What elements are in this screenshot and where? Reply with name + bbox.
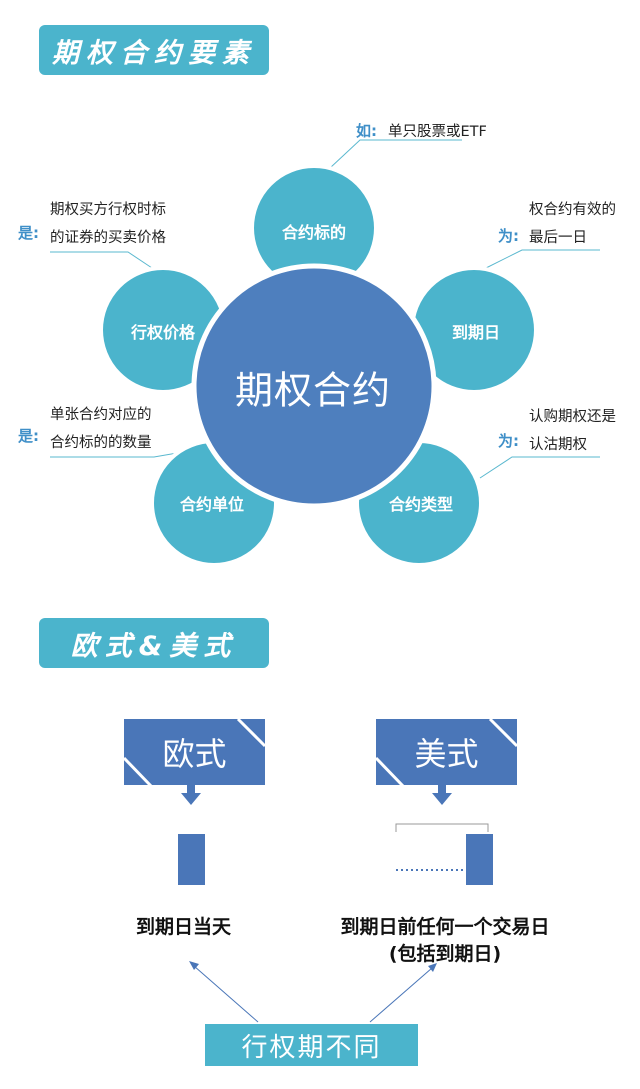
connector-expiry	[481, 249, 600, 271]
contract-elements-diagram	[50, 139, 600, 567]
note-line: 认购期权还是	[529, 409, 616, 425]
american-bracket	[395, 823, 489, 832]
american-arrow-stem	[438, 785, 446, 793]
note-text-underlying: 单只股票或ETF	[388, 124, 487, 140]
american-caption: 到期日前任何一个交易日 (包括到期日)	[323, 914, 567, 968]
note-prefix-type: 为:	[498, 432, 519, 450]
european-arrow-head	[181, 793, 201, 805]
american-arrow-head	[432, 793, 452, 805]
petal-label-type: 合约类型	[388, 495, 454, 514]
note-text-expiry: 权合约有效的 最后一日	[529, 196, 616, 252]
petal-label-strike: 行权价格	[130, 323, 196, 342]
note-line: 认沽期权	[529, 437, 587, 453]
note-line: 权合约有效的	[529, 202, 616, 218]
european-label: 欧式	[162, 735, 227, 773]
american-caption-line2: (包括到期日)	[388, 943, 502, 965]
note-prefix-underlying: 如:	[356, 122, 377, 140]
note-text-unit: 单张合约对应的 合约标的的数量	[50, 401, 152, 457]
section-title-european-american: 欧式&美式	[39, 618, 269, 668]
european-box: 欧式	[124, 719, 265, 785]
note-prefix-unit: 是:	[18, 427, 39, 445]
european-day-bar	[178, 834, 205, 885]
exercise-period-differs-label: 行权期不同	[205, 1024, 418, 1066]
connector-type	[479, 456, 600, 479]
american-day-bar	[466, 834, 493, 885]
note-line: 单张合约对应的	[50, 407, 152, 423]
footer-arrow-left	[193, 965, 259, 1023]
note-prefix-strike: 是:	[18, 224, 39, 242]
footer-arrow-right	[369, 967, 433, 1023]
european-arrow-stem	[187, 785, 195, 793]
petal-label-unit: 合约单位	[179, 495, 245, 514]
section-title-contract-elements: 期权合约要素	[39, 25, 269, 75]
american-label: 美式	[414, 735, 479, 773]
american-box: 美式	[376, 719, 517, 785]
european-caption: 到期日当天	[136, 916, 232, 938]
note-line: 的证券的买卖价格	[50, 230, 166, 246]
connector-underlying	[329, 139, 462, 169]
american-caption-line1: 到期日前任何一个交易日	[340, 916, 550, 938]
note-text-strike: 期权买方行权时标 的证券的买卖价格	[50, 196, 166, 252]
note-line: 最后一日	[529, 230, 587, 246]
petal-label-underlying: 合约标的	[281, 223, 347, 242]
petal-label-expiry: 到期日	[451, 323, 501, 342]
note-line: 合约标的的数量	[50, 435, 152, 451]
connector-strike	[50, 251, 153, 269]
note-line: 期权买方行权时标	[50, 202, 166, 218]
center-circle	[191, 263, 437, 509]
note-text-type: 认购期权还是 认沽期权	[529, 403, 616, 459]
center-label: 期权合约	[234, 368, 392, 413]
note-prefix-expiry: 为:	[498, 227, 519, 245]
